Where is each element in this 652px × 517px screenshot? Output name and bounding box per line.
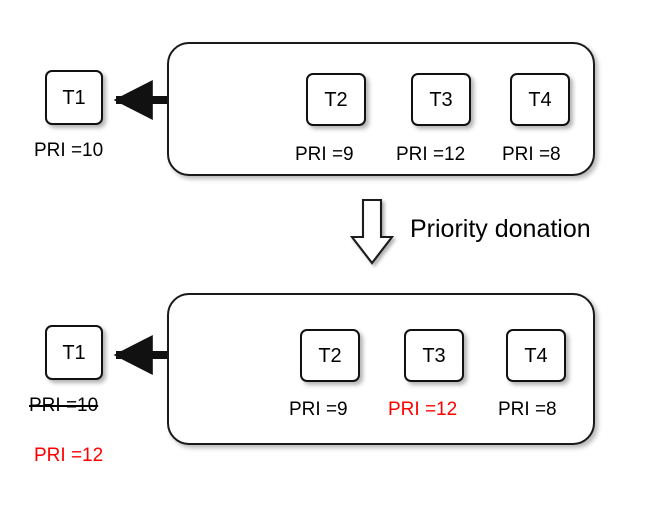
thread-label: T2: [324, 88, 348, 111]
thread-label: T3: [429, 88, 453, 111]
thread-label: T2: [318, 344, 342, 367]
priority-label-t2: PRI =9: [289, 399, 348, 420]
thread-t1[interactable]: T1: [45, 325, 103, 380]
thread-t3[interactable]: T3: [411, 73, 471, 126]
priority-label-t3: PRI =12: [396, 144, 466, 165]
thread-label: T1: [62, 341, 86, 364]
transition-caption: Priority donation: [410, 215, 591, 243]
thread-t2[interactable]: T2: [306, 73, 366, 126]
thread-label: T4: [524, 344, 548, 367]
priority-label-t4: PRI =8: [502, 144, 561, 165]
thread-t1[interactable]: T1: [45, 70, 103, 125]
priority-label-t2: PRI =9: [295, 144, 354, 165]
priority-label-t4: PRI =8: [498, 399, 557, 420]
thread-label: T3: [422, 344, 446, 367]
priority-donation-arrow: [349, 198, 395, 265]
thread-t4[interactable]: T4: [506, 329, 566, 382]
thread-t4[interactable]: T4: [510, 73, 570, 126]
priority-label-t1: PRI =10: [34, 140, 104, 161]
priority-label-t1-old: PRI =10: [29, 395, 99, 416]
priority-label-t1-donated: PRI =12: [34, 445, 104, 466]
thread-label: T4: [528, 88, 552, 111]
thread-t2[interactable]: T2: [300, 329, 360, 382]
thread-label: T1: [62, 86, 86, 109]
priority-label-t3: PRI =12: [388, 399, 458, 420]
thread-t3[interactable]: T3: [404, 329, 464, 382]
